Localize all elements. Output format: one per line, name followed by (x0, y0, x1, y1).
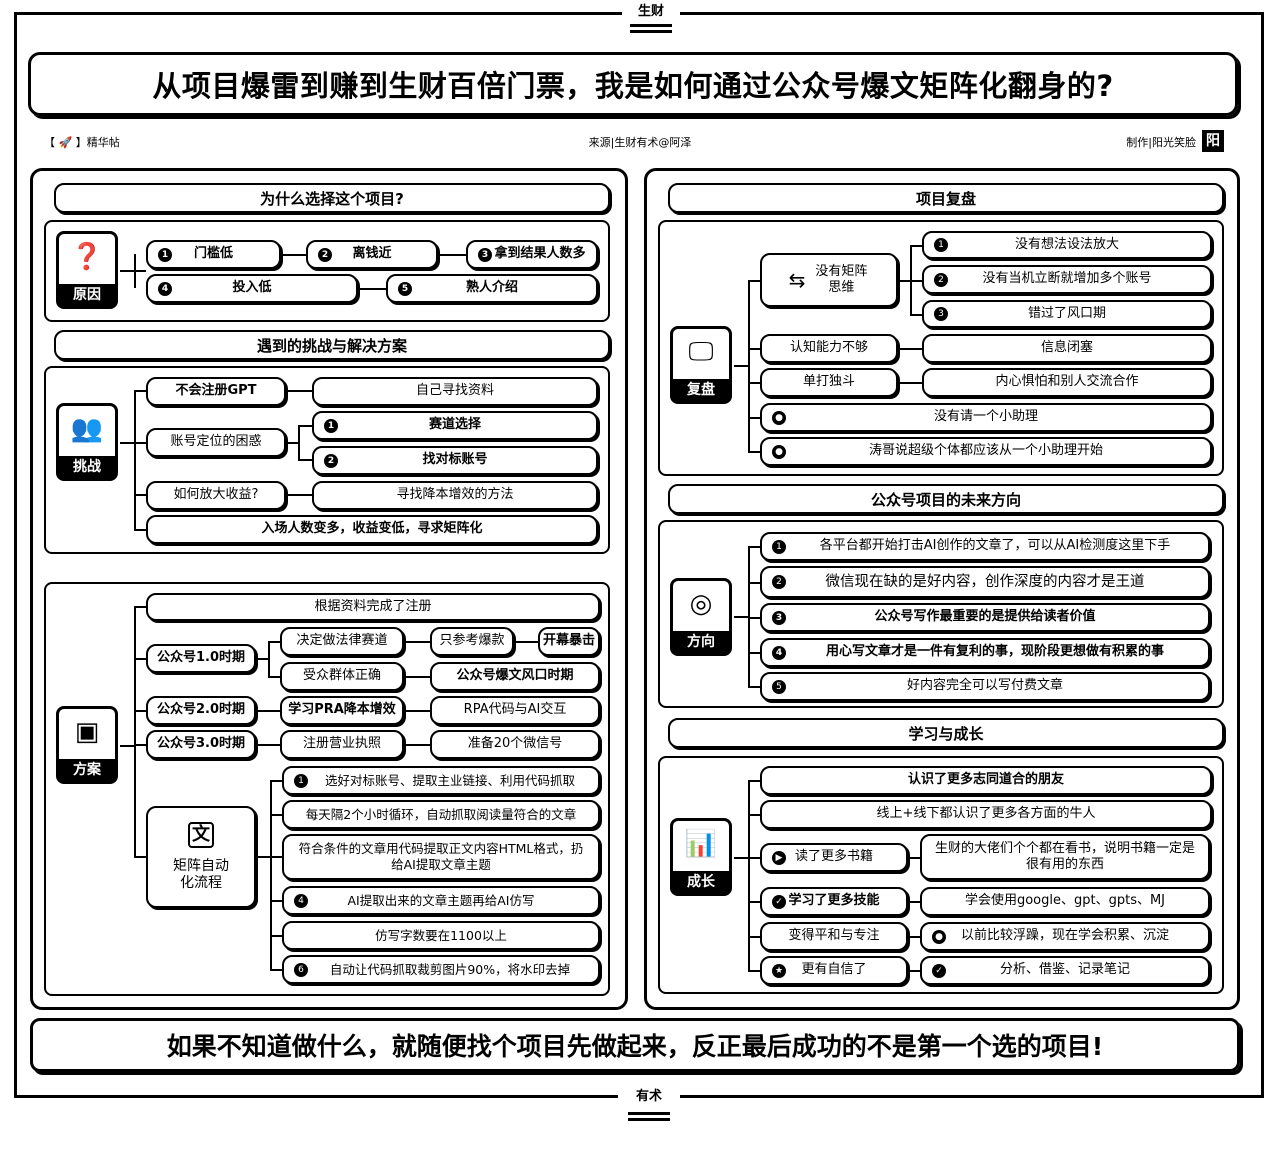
challenge-header: 遇到的挑战与解决方案 (54, 330, 610, 360)
meta-author: 制作|阳光笑脸 (1126, 136, 1196, 149)
challenge-position: 账号定位的困惑 (146, 428, 286, 457)
growth-section (658, 756, 1224, 994)
future-section (658, 520, 1224, 708)
growth-skills: ✓学习了更多技能 (760, 887, 908, 916)
growth-calm: 变得平和与专注 (760, 922, 908, 951)
plan-phase-1-window: 公众号爆文风口时期 (430, 662, 600, 691)
right-panel (644, 168, 1240, 1010)
challenge-scale: 如何放大收益? (146, 481, 286, 510)
chart-icon: 📊成长 (670, 818, 732, 896)
future-header: 公众号项目的未来方向 (668, 484, 1224, 514)
challenge-icon: 👥挑战 (56, 403, 118, 481)
challenge-gpt-solution: 自己寻找资料 (312, 377, 598, 406)
challenge-section (44, 366, 610, 554)
growth-confidence-detail: ✓分析、借鉴、记录笔记 (920, 956, 1210, 985)
growth-friends: 认识了更多志同道合的朋友 (760, 766, 1212, 795)
plan-auto-flow: 文 矩阵自动化流程 (146, 806, 256, 908)
author-logo-icon: 阳 (1202, 130, 1224, 152)
meta-source: 来源|生财有术@阿泽 (588, 136, 692, 149)
plan-section (44, 582, 610, 996)
plan-phase-1-law: 决定做法律赛道 (280, 627, 404, 656)
plan-phase-2-learn: 学习PRA降本增效 (280, 696, 404, 725)
growth-confidence: ★更有自信了 (760, 956, 908, 985)
review-cognition: 认知能力不够 (760, 334, 898, 363)
plan-phase-2-rpa: RPA代码与AI交互 (430, 696, 600, 725)
review-assistant-advice: ●涛哥说超级个体都应该从一个小助理开始 (760, 437, 1212, 466)
plan-phase-1: 公众号1.0时期 (146, 644, 256, 673)
plan-phase-1-audience: 受众群体正确 (280, 662, 404, 691)
growth-books: ▶读了更多书籍 (760, 843, 908, 872)
page-title: 从项目爆雷到赚到生财百倍门票，我是如何通过公众号爆文矩阵化翻身的? (28, 52, 1238, 116)
plan-phase-2: 公众号2.0时期 (146, 696, 256, 725)
challenge-gpt: 不会注册GPT (146, 377, 286, 406)
plan-phase-1-boom: 开幕暴击 (538, 627, 600, 656)
challenge-scale-solution: 寻找降本增效的方法 (312, 481, 598, 510)
reason-icon: ❓原因 (56, 231, 118, 309)
review-cognition-detail: 信息闭塞 (922, 334, 1212, 363)
review-solo-detail: 内心惧怕和别人交流合作 (922, 368, 1212, 397)
plan-phase-1-hits: 只参考爆款 (430, 627, 514, 656)
review-section (658, 220, 1224, 476)
growth-books-detail: 生财的大佬们个个都在看书，说明书籍一定是很有用的东西 (920, 834, 1210, 880)
footer-banner: 如果不知道做什么，就随便找个项目先做起来，反正最后成功的不是第一个选的项目! (30, 1018, 1240, 1072)
review-matrix-thinking: ⇆没有矩阵思维 (760, 253, 898, 307)
bottom-tag: 有术 (618, 1086, 680, 1132)
flow-icon: ⇆ (788, 267, 806, 292)
growth-header: 学习与成长 (668, 718, 1224, 748)
plan-phase-3: 公众号3.0时期 (146, 730, 256, 759)
growth-network: 线上+线下都认识了更多各方面的牛人 (760, 800, 1212, 829)
growth-calm-detail: ●以前比较浮躁，现在学会积累、沉淀 (920, 922, 1210, 951)
challenge-matrix: 入场人数变多，收益变低，寻求矩阵化 (146, 515, 598, 544)
auto-step-5: 仿写字数要在1100以上 (282, 921, 600, 950)
growth-skills-detail: 学会使用google、gpt、gpts、MJ (920, 887, 1210, 916)
auto-step-2: 每天隔2个小时循环，自动抓取阅读量符合的文章 (282, 800, 600, 829)
review-solo: 单打独斗 (760, 368, 898, 397)
plan-phase-3-wechat: 准备20个微信号 (430, 730, 600, 759)
review-icon: 🖵复盘 (670, 326, 732, 404)
auto-step-3: 符合条件的文章用代码提取正文内容HTML格式，扔给AI提取文章主题 (282, 834, 600, 880)
plan-icon: ▣方案 (56, 706, 118, 784)
why-header: 为什么选择这个项目? (54, 183, 610, 213)
plan-registration: 根据资料完成了注册 (146, 593, 600, 621)
left-panel (30, 168, 628, 1010)
translate-icon: 文 (188, 821, 214, 848)
top-tag: 生财 (622, 2, 680, 40)
target-icon: ◎方向 (670, 578, 732, 656)
meta-left: 【 🚀 】精华帖 (44, 136, 120, 149)
plan-phase-3-license: 注册营业执照 (280, 730, 404, 759)
why-section (44, 220, 610, 322)
review-assistant: ●没有请一个小助理 (760, 403, 1212, 432)
review-header: 项目复盘 (668, 183, 1224, 213)
